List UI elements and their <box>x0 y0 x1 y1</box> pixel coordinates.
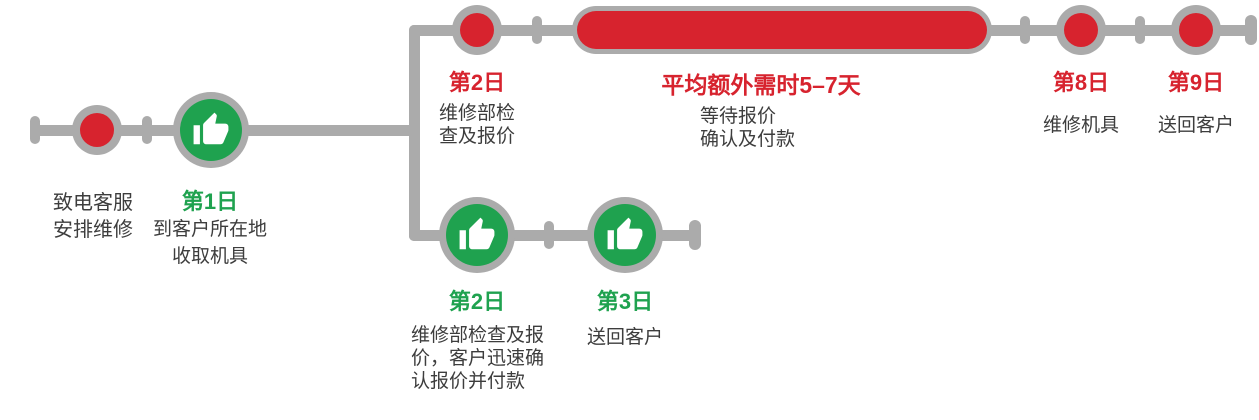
day9-label: 第9日 <box>1167 70 1225 95</box>
thumbs-up-icon <box>193 112 229 145</box>
timeline-tick <box>142 116 152 144</box>
wait-title: 平均额外需时5–7天 <box>661 72 861 98</box>
timeline-tick <box>532 16 542 44</box>
node-day2-confirm <box>439 197 515 273</box>
red-dot-icon <box>1179 13 1213 47</box>
node-day8-repair <box>1056 5 1106 55</box>
day3-desc: 送回客户 <box>586 327 663 348</box>
node-day3-return <box>587 197 663 273</box>
day8-label: 第8日 <box>1052 70 1110 95</box>
top-day2-label: 第2日 <box>448 70 506 95</box>
day8-desc: 维修机具 <box>1042 115 1119 136</box>
bottom-day2-desc: 维修部检查及报 价，客户迅速确 认报价并付款 <box>411 325 545 392</box>
wait-desc: 等待报价 确认及付款 <box>700 106 796 150</box>
node-day1-pickup <box>173 92 249 168</box>
thumbs-up-icon <box>459 217 495 250</box>
day1-desc: 到客户所在地 收取机具 <box>152 219 267 267</box>
timeline-tick <box>1020 16 1030 44</box>
node-day9-return <box>1171 5 1221 55</box>
timeline-endcap-bottom-right <box>689 220 701 250</box>
node-day2-inspect <box>452 5 502 55</box>
red-dot-icon <box>460 13 494 47</box>
timeline-tick <box>1135 16 1145 44</box>
day3-label: 第3日 <box>596 289 654 314</box>
timeline-endcap-left <box>30 116 40 144</box>
red-dot-icon <box>80 113 114 147</box>
node-call-service <box>72 105 122 155</box>
timeline-line-branch-vertical <box>409 25 420 241</box>
bottom-day2-label: 第2日 <box>448 289 506 314</box>
start-label: 致电客服 安排维修 <box>53 192 133 241</box>
day9-desc: 送回客户 <box>1157 115 1234 136</box>
wait-duration-capsule <box>572 6 992 54</box>
timeline-tick <box>544 221 554 249</box>
day1-label: 第1日 <box>181 189 239 214</box>
timeline-endcap-top-right <box>1245 15 1257 45</box>
red-dot-icon <box>1064 13 1098 47</box>
thumbs-up-icon <box>607 217 643 250</box>
top-day2-desc: 维修部检 查及报价 <box>438 103 515 147</box>
